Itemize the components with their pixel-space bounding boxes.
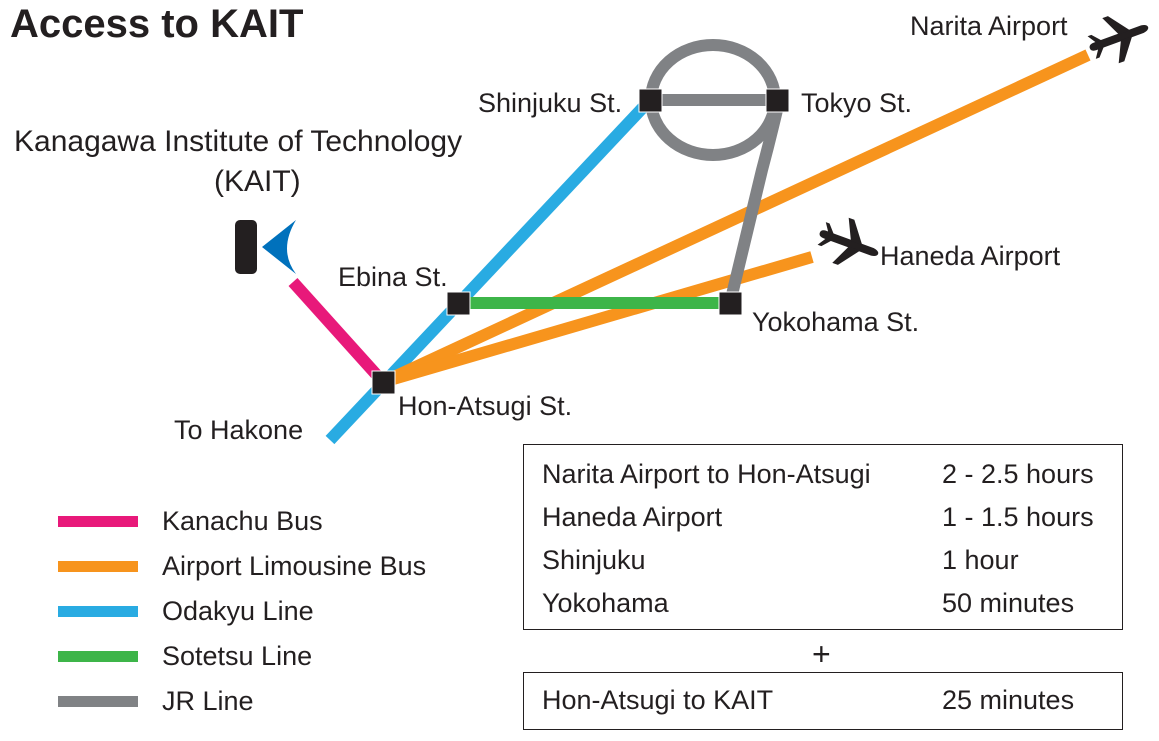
route-from: Narita Airport to Hon-Atsugi: [542, 459, 871, 489]
route-time: 1 - 1.5 hours: [942, 502, 1094, 532]
route-time: 25 minutes: [942, 685, 1075, 715]
legend-label: JR Line: [162, 686, 254, 716]
honatsugi-label: Hon-Atsugi St.: [398, 391, 573, 421]
page-title: Access to KAIT: [10, 2, 304, 46]
shinjuku-label: Shinjuku St.: [478, 88, 623, 118]
plus-sign: +: [812, 636, 831, 672]
kait-name: Kanagawa Institute of Technology: [14, 125, 463, 158]
kait-abbr: (KAIT): [214, 165, 301, 198]
kait-logo: [235, 220, 296, 274]
travel-times-table: Narita Airport to Hon-Atsugi 2 - 2.5 hour…: [523, 444, 1123, 630]
legend-swatch: [58, 516, 138, 527]
legend-label: Odakyu Line: [162, 596, 314, 626]
legend-label: Kanachu Bus: [162, 506, 323, 536]
legend-label: Airport Limousine Bus: [162, 551, 427, 581]
kanachu-bus-line: [288, 277, 388, 387]
route-from: Shinjuku: [542, 545, 646, 575]
legend-jr: JR Line: [58, 686, 254, 717]
legend-kanachu: Kanachu Bus: [58, 506, 323, 537]
route-time: 50 minutes: [942, 588, 1075, 618]
yokohama-label: Yokohama St.: [752, 307, 920, 337]
legend-swatch: [58, 696, 138, 707]
table-row: Haneda Airport 1 - 1.5 hours: [524, 496, 1122, 539]
legend-label: Sotetsu Line: [162, 641, 313, 671]
route-from: Yokohama: [542, 588, 669, 618]
shinjuku-station-marker: [638, 88, 663, 113]
legend-limousine: Airport Limousine Bus: [58, 551, 426, 582]
table-row: Hon-Atsugi to KAIT 25 minutes: [524, 679, 1122, 722]
haneda-label: Haneda Airport: [880, 241, 1061, 271]
legend-swatch: [58, 606, 138, 617]
table-row: Shinjuku 1 hour: [524, 539, 1122, 582]
airplane-icon: [1087, 16, 1149, 64]
legend-odakyu: Odakyu Line: [58, 596, 314, 627]
jr-tokaido-line: [724, 108, 783, 305]
yokohama-station-marker: [718, 291, 743, 316]
hakone-label: To Hakone: [174, 415, 304, 445]
table-row: Narita Airport to Hon-Atsugi 2 - 2.5 hour…: [524, 453, 1122, 496]
ebina-label: Ebina St.: [338, 262, 448, 292]
route-time: 2 - 2.5 hours: [942, 459, 1094, 489]
legend-swatch: [58, 651, 138, 662]
table-row: Yokohama 50 minutes: [524, 582, 1122, 625]
route-from: Haneda Airport: [542, 502, 723, 532]
airplane-icon: [817, 217, 879, 265]
tokyo-label: Tokyo St.: [801, 88, 913, 118]
final-leg-table: Hon-Atsugi to KAIT 25 minutes: [523, 672, 1123, 730]
ebina-station-marker: [446, 291, 471, 316]
narita-label: Narita Airport: [910, 11, 1068, 41]
legend-swatch: [58, 561, 138, 572]
tokyo-station-marker: [765, 88, 790, 113]
route-from: Hon-Atsugi to KAIT: [542, 685, 774, 715]
limousine-narita-line: [380, 49, 1091, 388]
station-markers: [371, 88, 790, 395]
route-time: 1 hour: [942, 545, 1019, 575]
honatsugi-station-marker: [371, 370, 396, 395]
legend-sotetsu: Sotetsu Line: [58, 641, 312, 672]
